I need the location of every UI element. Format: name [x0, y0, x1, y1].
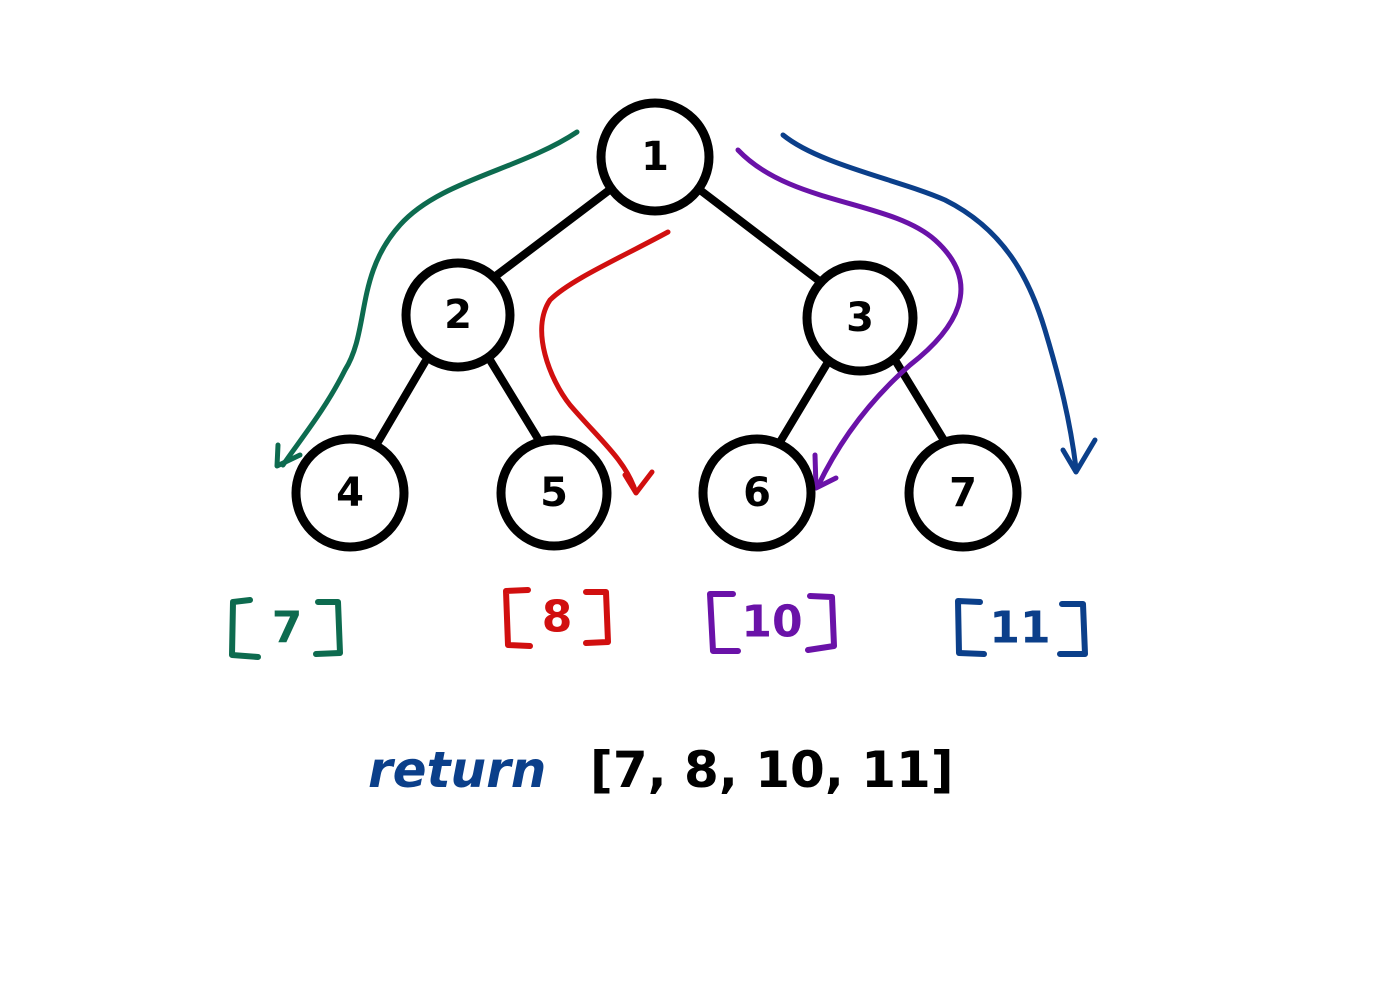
path-arrow-head-7 [1060, 437, 1098, 475]
path-arrow-head-6 [812, 452, 839, 491]
path-sum-value: 7 [272, 603, 303, 654]
node-circle [401, 258, 515, 372]
tree-node: 4 [291, 434, 409, 552]
node-label: 6 [743, 470, 771, 516]
node-label: 2 [444, 292, 472, 338]
edge-3-6 [776, 358, 832, 446]
path-arrow-head-5 [622, 469, 655, 496]
node-circle [698, 434, 816, 552]
path-sum-value: 8 [542, 592, 573, 643]
left-bracket [229, 597, 261, 660]
path-sum: 8 [503, 587, 611, 649]
path-sum: 10 [707, 591, 837, 654]
edge-2-4 [374, 358, 429, 446]
tree-node: 2 [401, 258, 515, 372]
path-sum-value: 11 [989, 603, 1050, 654]
node-label: 3 [846, 295, 874, 341]
edge-2-5 [486, 356, 544, 446]
path-sums: 7 8 10 11 [229, 587, 1088, 660]
left-bracket [955, 598, 987, 657]
return-keyword: return [368, 741, 546, 799]
tree-node: 6 [698, 434, 816, 552]
path-sum: 7 [229, 597, 343, 660]
path-arrow-to-7 [780, 132, 1079, 471]
tree-node: 7 [904, 434, 1022, 552]
left-bracket [707, 591, 741, 654]
node-circle [291, 434, 409, 552]
tree-node: 1 [596, 98, 714, 216]
return-list: [7, 8, 10, 11] [590, 741, 954, 799]
path-arrow-to-4 [280, 129, 580, 468]
tree-nodes: 1 2 3 4 5 6 7 [291, 98, 1022, 552]
tree-node: 3 [802, 260, 918, 376]
right-bracket [583, 589, 611, 646]
node-label: 1 [641, 134, 669, 180]
node-circle [496, 435, 612, 551]
node-label: 7 [949, 470, 977, 516]
path-arrow-head-4 [274, 442, 303, 469]
right-bracket [313, 599, 343, 657]
node-label: 5 [540, 470, 568, 516]
edge-1-3 [696, 186, 822, 284]
left-bracket [503, 587, 533, 649]
path-sum: 11 [955, 598, 1088, 657]
return-statement: return [7, 8, 10, 11] [368, 741, 954, 799]
node-circle [802, 260, 918, 376]
path-sum-value: 10 [741, 597, 802, 648]
path-arrows [274, 129, 1098, 496]
right-bracket [805, 593, 837, 653]
tree-node: 5 [496, 435, 612, 551]
node-circle [596, 98, 714, 216]
edge-1-2 [493, 184, 616, 279]
path-arrow-to-6 [735, 147, 964, 489]
path-arrow-to-5 [539, 229, 671, 493]
right-bracket [1057, 601, 1088, 657]
node-circle [904, 434, 1022, 552]
node-label: 4 [336, 470, 364, 516]
